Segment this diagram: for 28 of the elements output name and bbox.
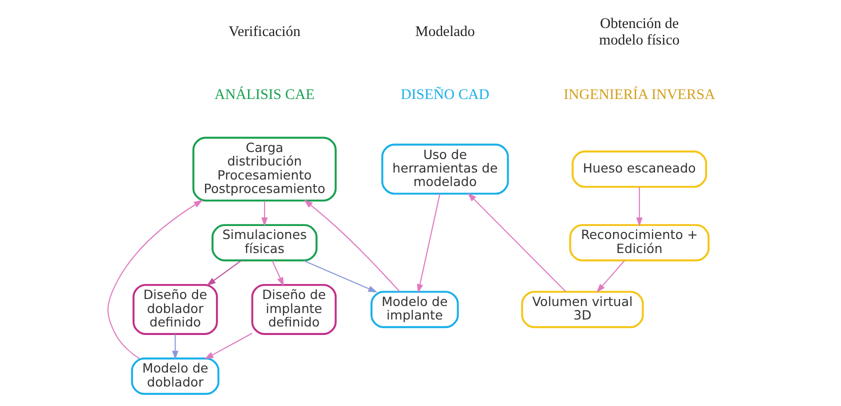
arrow — [302, 260, 377, 292]
arrow — [416, 194, 440, 294]
label: Obtención de modelo físico — [598, 16, 680, 49]
label: DISEÑO CAD — [400, 86, 489, 103]
arrow — [206, 260, 241, 286]
node-box: Hueso escaneado — [571, 150, 707, 188]
arrow — [204, 332, 252, 360]
arrow — [596, 260, 624, 293]
arrow — [260, 200, 268, 226]
label: INGENIERÍA INVERSA — [563, 86, 715, 103]
node-box: Modelo de doblador — [130, 358, 219, 395]
node-box: Diseño de doblador definido — [132, 284, 218, 335]
node-box: Uso de herramientas de modelado — [380, 144, 508, 195]
node-box: Modelo de implante — [370, 290, 458, 328]
arrow — [106, 200, 202, 359]
node-box: Carga distribución Procesamiento Postprocesamiento — [192, 136, 336, 202]
label: Modelado — [414, 24, 474, 40]
arrow — [172, 334, 178, 360]
node-box: Volumen virtual 3D — [520, 290, 644, 328]
arrow — [636, 187, 642, 227]
node-box: Simulaciones físicas — [211, 224, 318, 262]
label: Verificación — [228, 24, 300, 40]
node-box: Reconocimiento + Edición — [568, 224, 710, 262]
arrow — [303, 200, 400, 292]
node-box: Diseño de implante definido — [250, 284, 336, 335]
arrow — [467, 192, 566, 292]
label: ANÁLISIS CAE — [214, 86, 314, 103]
arrow — [271, 260, 284, 286]
